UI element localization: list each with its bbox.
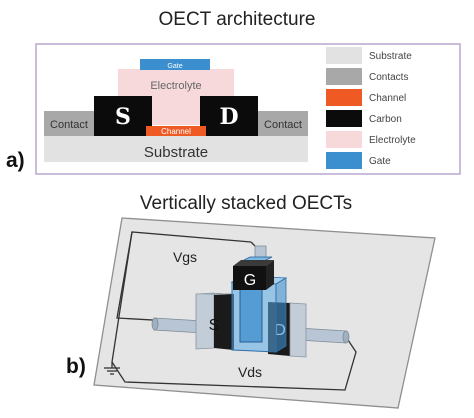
channel-layer	[146, 126, 206, 136]
gate-label: Gate	[167, 63, 182, 70]
gate-block	[233, 260, 274, 290]
legend-label-substrate: Substrate	[369, 51, 412, 62]
legend: Substrate Contacts Channel Carbon Electr…	[326, 47, 416, 169]
contact-arm-left	[151, 317, 204, 334]
vds-label: Vds	[238, 364, 262, 380]
legend-swatch-carbon	[326, 110, 362, 127]
source-label-3d: S	[209, 317, 220, 334]
drain-label: D	[219, 104, 238, 130]
panel-a-title: OECT architecture	[159, 9, 316, 30]
source-block	[195, 292, 234, 350]
contact-right	[258, 111, 308, 136]
substrate-label: Substrate	[144, 144, 208, 161]
legend-swatch-channel	[326, 89, 362, 106]
panel-b-title: Vertically stacked OECTs	[140, 193, 352, 214]
source-electrode	[94, 96, 152, 136]
electrolyte-label: Electrolyte	[150, 80, 201, 92]
source-label: S	[115, 104, 131, 130]
legend-swatch-contacts	[326, 68, 362, 85]
legend-label-gate: Gate	[369, 156, 391, 167]
legend-label-electrolyte: Electrolyte	[369, 135, 416, 146]
ground-icon	[104, 362, 120, 375]
oect-cross-section: Substrate Contact Contact Electrolyte Ga…	[44, 59, 308, 162]
vgs-label: Vgs	[173, 249, 197, 265]
channel-label: Channel	[161, 127, 191, 136]
legend-label-carbon: Carbon	[369, 114, 402, 125]
contact-right-label: Contact	[264, 119, 302, 131]
panel-a-label: a)	[6, 149, 25, 172]
legend-swatch-gate	[326, 152, 362, 169]
gate-electrode	[140, 59, 210, 70]
substrate-layer	[44, 136, 308, 162]
gate-label-3d: G	[244, 272, 256, 289]
drain-electrode	[200, 96, 258, 136]
contact-arm-right	[297, 327, 350, 344]
legend-label-contacts: Contacts	[369, 72, 408, 83]
legend-swatch-electrolyte	[326, 131, 362, 148]
contact-left-label: Contact	[50, 119, 88, 131]
panel-b-label: b)	[66, 355, 86, 378]
contact-left	[44, 111, 94, 136]
legend-swatch-substrate	[326, 47, 362, 64]
legend-label-channel: Channel	[369, 93, 406, 104]
